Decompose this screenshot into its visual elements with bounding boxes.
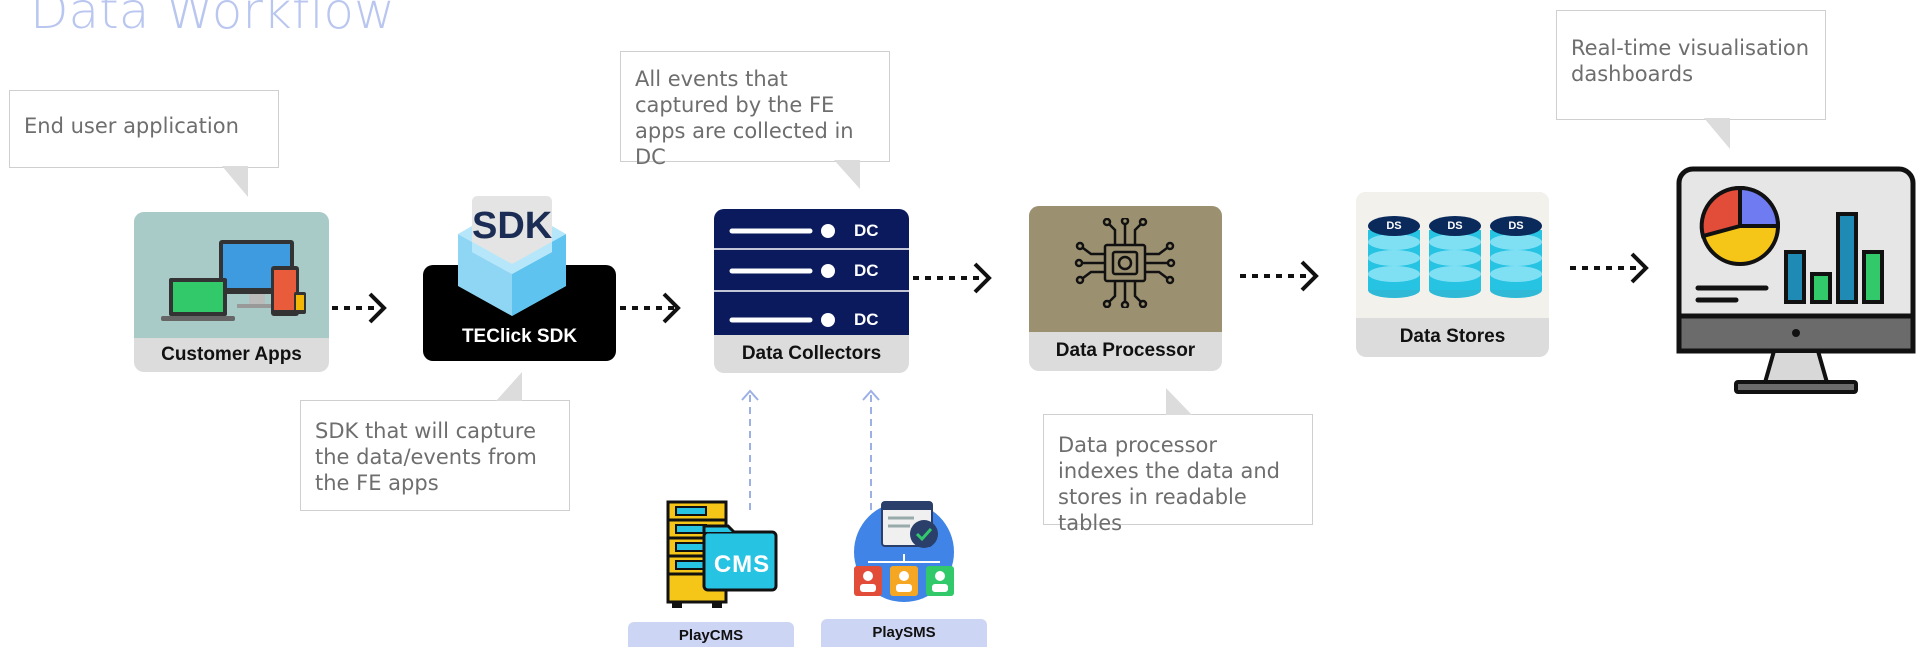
playsms-label: PlaySMS bbox=[821, 619, 987, 647]
callout-processor-tail bbox=[1166, 388, 1192, 415]
callout-sdk-tail bbox=[496, 372, 522, 401]
callout-collectors-tail bbox=[834, 160, 860, 189]
sdk-box-icon bbox=[458, 196, 566, 316]
diagram-title: Data Workflow bbox=[30, 0, 395, 40]
dc-tag-2: DC bbox=[854, 261, 879, 280]
dashboard-monitor-icon bbox=[1676, 166, 1916, 394]
source-arrow-playcms bbox=[741, 389, 759, 510]
customer-apps-label: Customer Apps bbox=[161, 344, 302, 365]
chip-icon bbox=[1074, 218, 1176, 308]
ds-tag-1: DS bbox=[1386, 220, 1402, 232]
teclick-sdk-label: TEClick SDK bbox=[461, 326, 578, 347]
callout-end-user: End user application bbox=[9, 90, 279, 168]
data-processor-label: Data Processor bbox=[1055, 340, 1196, 361]
flow-arrow-4 bbox=[1240, 260, 1319, 292]
playcms-label: PlayCMS bbox=[628, 622, 794, 647]
node-data-processor: Data Processor bbox=[1029, 206, 1222, 371]
data-stores-label: Data Stores bbox=[1399, 326, 1506, 347]
node-data-stores: DS DS DS Data Stores bbox=[1356, 192, 1549, 357]
callout-dashboards: Real-time visualisation dashboards bbox=[1556, 10, 1826, 120]
data-collectors-label: Data Collectors bbox=[741, 343, 882, 364]
sdk-badge-text: SDK bbox=[472, 205, 553, 247]
flow-arrow-5 bbox=[1570, 252, 1649, 284]
callout-end-user-text: End user application bbox=[24, 114, 239, 138]
devices-icon bbox=[161, 240, 306, 321]
source-arrow-playsms bbox=[862, 389, 880, 510]
callout-collectors: All events that captured by the FE apps … bbox=[620, 51, 890, 169]
callout-end-user-tail bbox=[222, 166, 248, 197]
database-stack-icon bbox=[1368, 216, 1542, 298]
cms-tag: CMS bbox=[713, 551, 771, 578]
ds-tag-2: DS bbox=[1447, 220, 1463, 232]
node-customer-apps: Customer Apps bbox=[134, 212, 329, 372]
callout-sdk: SDK that will capture the data/events fr… bbox=[300, 400, 570, 511]
callout-processor: Data processor indexes the data and stor… bbox=[1043, 414, 1313, 535]
callout-dashboards-text: Real-time visualisation dashboards bbox=[1571, 36, 1810, 86]
flow-arrow-1 bbox=[332, 292, 387, 324]
callout-sdk-text: SDK that will capture the data/events fr… bbox=[315, 419, 537, 495]
server-rack-icon bbox=[714, 224, 909, 327]
callout-dashboards-tail bbox=[1704, 118, 1730, 149]
node-teclick-sdk: TEClick SDK bbox=[423, 265, 616, 361]
sms-network-icon bbox=[854, 501, 954, 602]
node-data-collectors: DC DC DC Data Collectors bbox=[714, 209, 909, 373]
dc-tag-3: DC bbox=[854, 310, 879, 329]
dc-tag-1: DC bbox=[854, 221, 879, 240]
ds-tag-3: DS bbox=[1508, 220, 1524, 232]
flow-arrow-2 bbox=[620, 292, 681, 324]
flow-arrow-3 bbox=[913, 262, 992, 294]
cms-server-icon bbox=[666, 500, 778, 608]
callout-processor-text: Data processor indexes the data and stor… bbox=[1058, 433, 1280, 535]
callout-collectors-text: All events that captured by the FE apps … bbox=[635, 67, 854, 169]
